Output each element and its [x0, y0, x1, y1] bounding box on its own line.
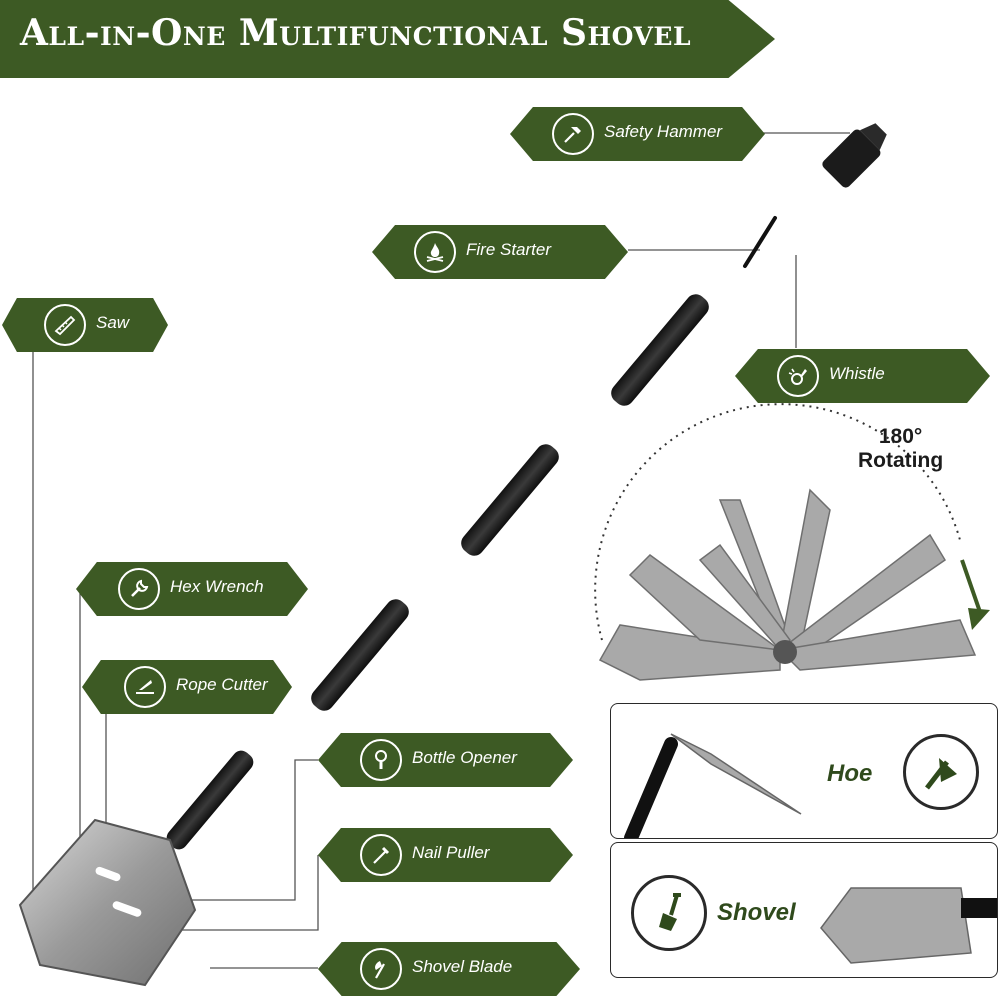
rotation-angle: 180° [878, 425, 923, 448]
rotation-text: Rotating [858, 449, 944, 472]
hoe-mode-panel: Hoe [610, 703, 998, 839]
label-saw: Saw [96, 313, 130, 332]
leader-lines [32, 132, 850, 969]
tag-bottle-opener: Bottle Opener [318, 733, 573, 787]
whistle-icon [777, 355, 819, 397]
tag-hex-wrench: Hex Wrench [76, 562, 308, 616]
fire-starter-part [743, 216, 777, 268]
label-fire-starter: Fire Starter [466, 240, 552, 259]
page-title: All-in-One Multifunctional Shovel [20, 12, 692, 54]
rotation-label: 180° Rotating [858, 425, 943, 473]
hoe-label: Hoe [827, 760, 873, 787]
tag-nail-puller: Nail Puller [318, 828, 573, 882]
label-nail-puller: Nail Puller [412, 843, 490, 862]
title-banner: All-in-One Multifunctional Shovel [0, 0, 775, 78]
label-rope-cutter: Rope Cutter [176, 675, 268, 694]
bottle-opener-icon [360, 739, 402, 781]
label-shovel-blade: Shovel Blade [412, 957, 513, 976]
safety-hammer-part [822, 123, 887, 188]
tag-saw: Saw [2, 298, 168, 352]
shovel-label: Shovel [717, 899, 796, 926]
tag-rope-cutter: Rope Cutter [82, 660, 292, 714]
tag-fire-starter: Fire Starter [372, 225, 628, 279]
rotation-diagram [594, 403, 990, 681]
tag-shovel-blade: Shovel Blade [318, 942, 580, 996]
handle-segment-bottom [311, 599, 409, 711]
tag-whistle: Whistle [735, 349, 990, 403]
label-safety-hammer: Safety Hammer [604, 122, 723, 141]
label-whistle: Whistle [829, 364, 885, 383]
hoe-mode-illustration [624, 733, 802, 838]
hammer-icon [552, 113, 594, 155]
hoe-icon [903, 734, 979, 810]
handle-segment-middle [461, 444, 559, 556]
fire-icon [414, 231, 456, 273]
tag-safety-hammer: Safety Hammer [510, 107, 765, 161]
main-shovel [18, 750, 254, 987]
nail-icon [360, 834, 402, 876]
shovel-mode-illustration [820, 887, 997, 964]
shovel-mode-panel: Shovel [610, 842, 998, 978]
label-bottle-opener: Bottle Opener [412, 748, 517, 767]
shovel-icon [631, 875, 707, 951]
axe-icon [360, 948, 402, 990]
label-hex-wrench: Hex Wrench [170, 577, 264, 596]
handle-segment-top [611, 294, 709, 406]
rope-cutter-icon [124, 666, 166, 708]
saw-icon [44, 304, 86, 346]
wrench-icon [118, 568, 160, 610]
